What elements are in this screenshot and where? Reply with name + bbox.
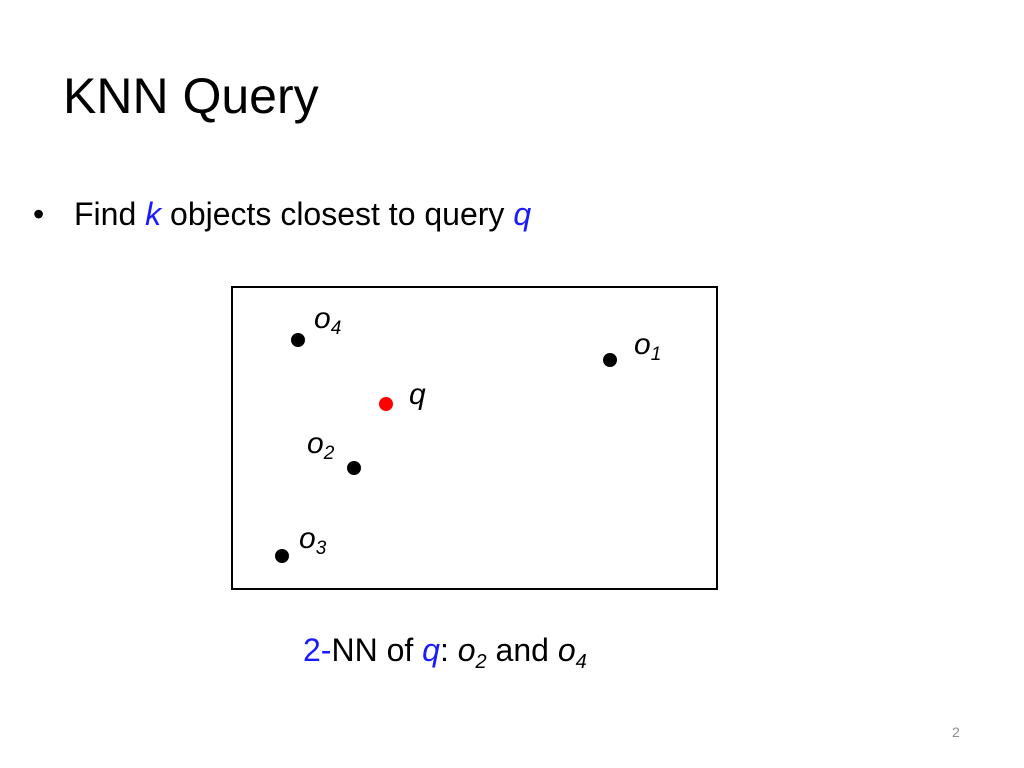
- caption-k-value: 2-: [303, 632, 332, 668]
- caption-o2: o: [457, 632, 476, 668]
- caption-o4-index: 4: [575, 651, 587, 673]
- label-o2: o2: [307, 427, 335, 464]
- point-q: [379, 397, 393, 411]
- bullet-k: k: [145, 196, 162, 232]
- point-o1: [603, 353, 617, 367]
- caption-and: and: [486, 632, 558, 668]
- bullet-q: q: [513, 196, 532, 232]
- caption-text: NN of: [331, 632, 423, 668]
- label-o4: o4: [314, 302, 342, 339]
- point-o3: [275, 549, 289, 563]
- caption-o2-index: 2: [475, 651, 487, 673]
- result-caption: 2-NN of q: o2 and o4: [303, 628, 587, 672]
- label-o3: o3: [299, 522, 327, 559]
- page-number: 2: [952, 724, 960, 740]
- bullet-marker: •: [33, 196, 45, 232]
- point-o2: [347, 461, 361, 475]
- label-q: q: [409, 378, 426, 411]
- caption-o4: o: [557, 632, 576, 668]
- bullet-text-middle: objects closest to query: [161, 196, 514, 232]
- bullet-text-before: Find: [74, 196, 146, 232]
- bullet-item: • Find k objects closest to query q: [33, 192, 531, 236]
- caption-colon: :: [439, 632, 458, 668]
- point-o4: [291, 333, 305, 347]
- plot-frame: [231, 286, 718, 590]
- label-o1: o1: [634, 328, 662, 365]
- slide-title: KNN Query: [63, 68, 319, 124]
- caption-q: q: [422, 632, 440, 668]
